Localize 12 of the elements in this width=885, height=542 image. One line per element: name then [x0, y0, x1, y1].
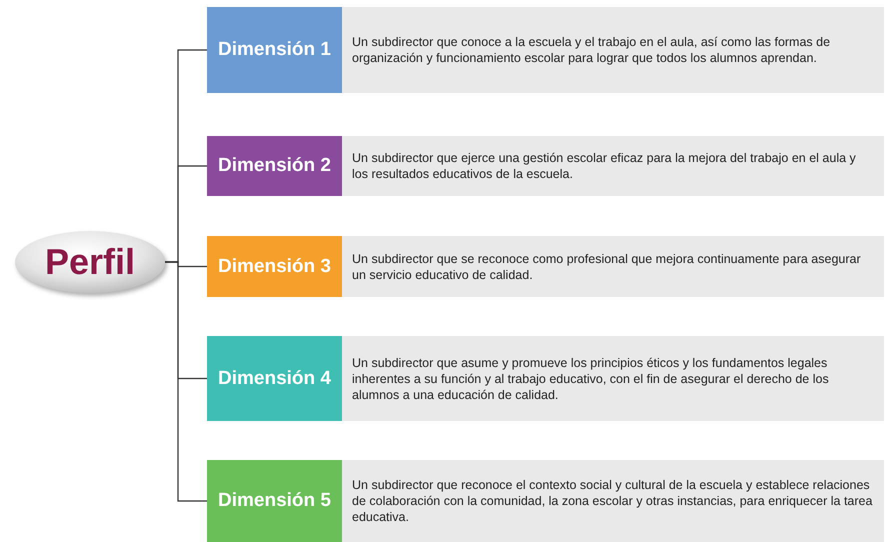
description-box: Un subdirector que se reconoce como profesional que mejora continuamente para asegurar un servicio educativo de calidad.: [342, 236, 884, 297]
dimension-box: Dimensión 3: [207, 236, 342, 297]
dimension-box: Dimensión 4: [207, 336, 342, 421]
description-box: Un subdirector que asume y promueve los principios éticos y los fundamentos legales inherentes a su función y al trabajo educativo, con el fin de asegurar el derecho de los alumnos a una educación de calidad.: [342, 336, 884, 421]
description-box: Un subdirector que reconoce el contexto social y cultural de la escuela y establece relaciones de colaboración con la comunidad, la zona escolar y otras instancias, para enriquecer la tarea educativa.: [342, 460, 884, 542]
profile-title: Perfil: [44, 241, 136, 283]
connector-line: [165, 261, 207, 502]
dimension-box: Dimensión 2: [207, 136, 342, 196]
dimension-box: Dimensión 5: [207, 460, 342, 542]
description-box: Un subdirector que conoce a la escuela y el trabajo en el aula, así como las formas de organización y funcionamiento escolar para lograr que todos los alumnos aprendan.: [342, 7, 884, 93]
description-box: Un subdirector que ejerce una gestión escolar eficaz para la mejora del trabajo en el aula y los resultados educativos de la escuela.: [342, 136, 884, 196]
dimension-box: Dimensión 1: [207, 7, 342, 93]
